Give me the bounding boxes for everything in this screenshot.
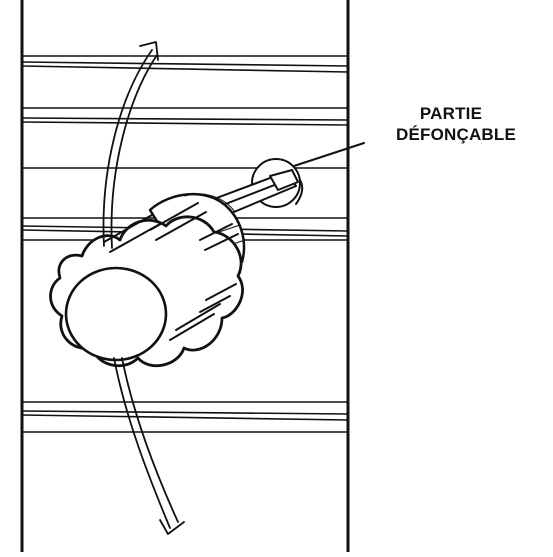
screwdriver-icon (49, 169, 299, 368)
rotation-arrow-icon (102, 41, 185, 535)
callout-leader (293, 142, 365, 167)
callout-label-line1: PARTIE (419, 104, 483, 123)
panel-outline (20, 0, 350, 554)
callout-label-line2: DÉFONÇABLE (395, 125, 517, 144)
